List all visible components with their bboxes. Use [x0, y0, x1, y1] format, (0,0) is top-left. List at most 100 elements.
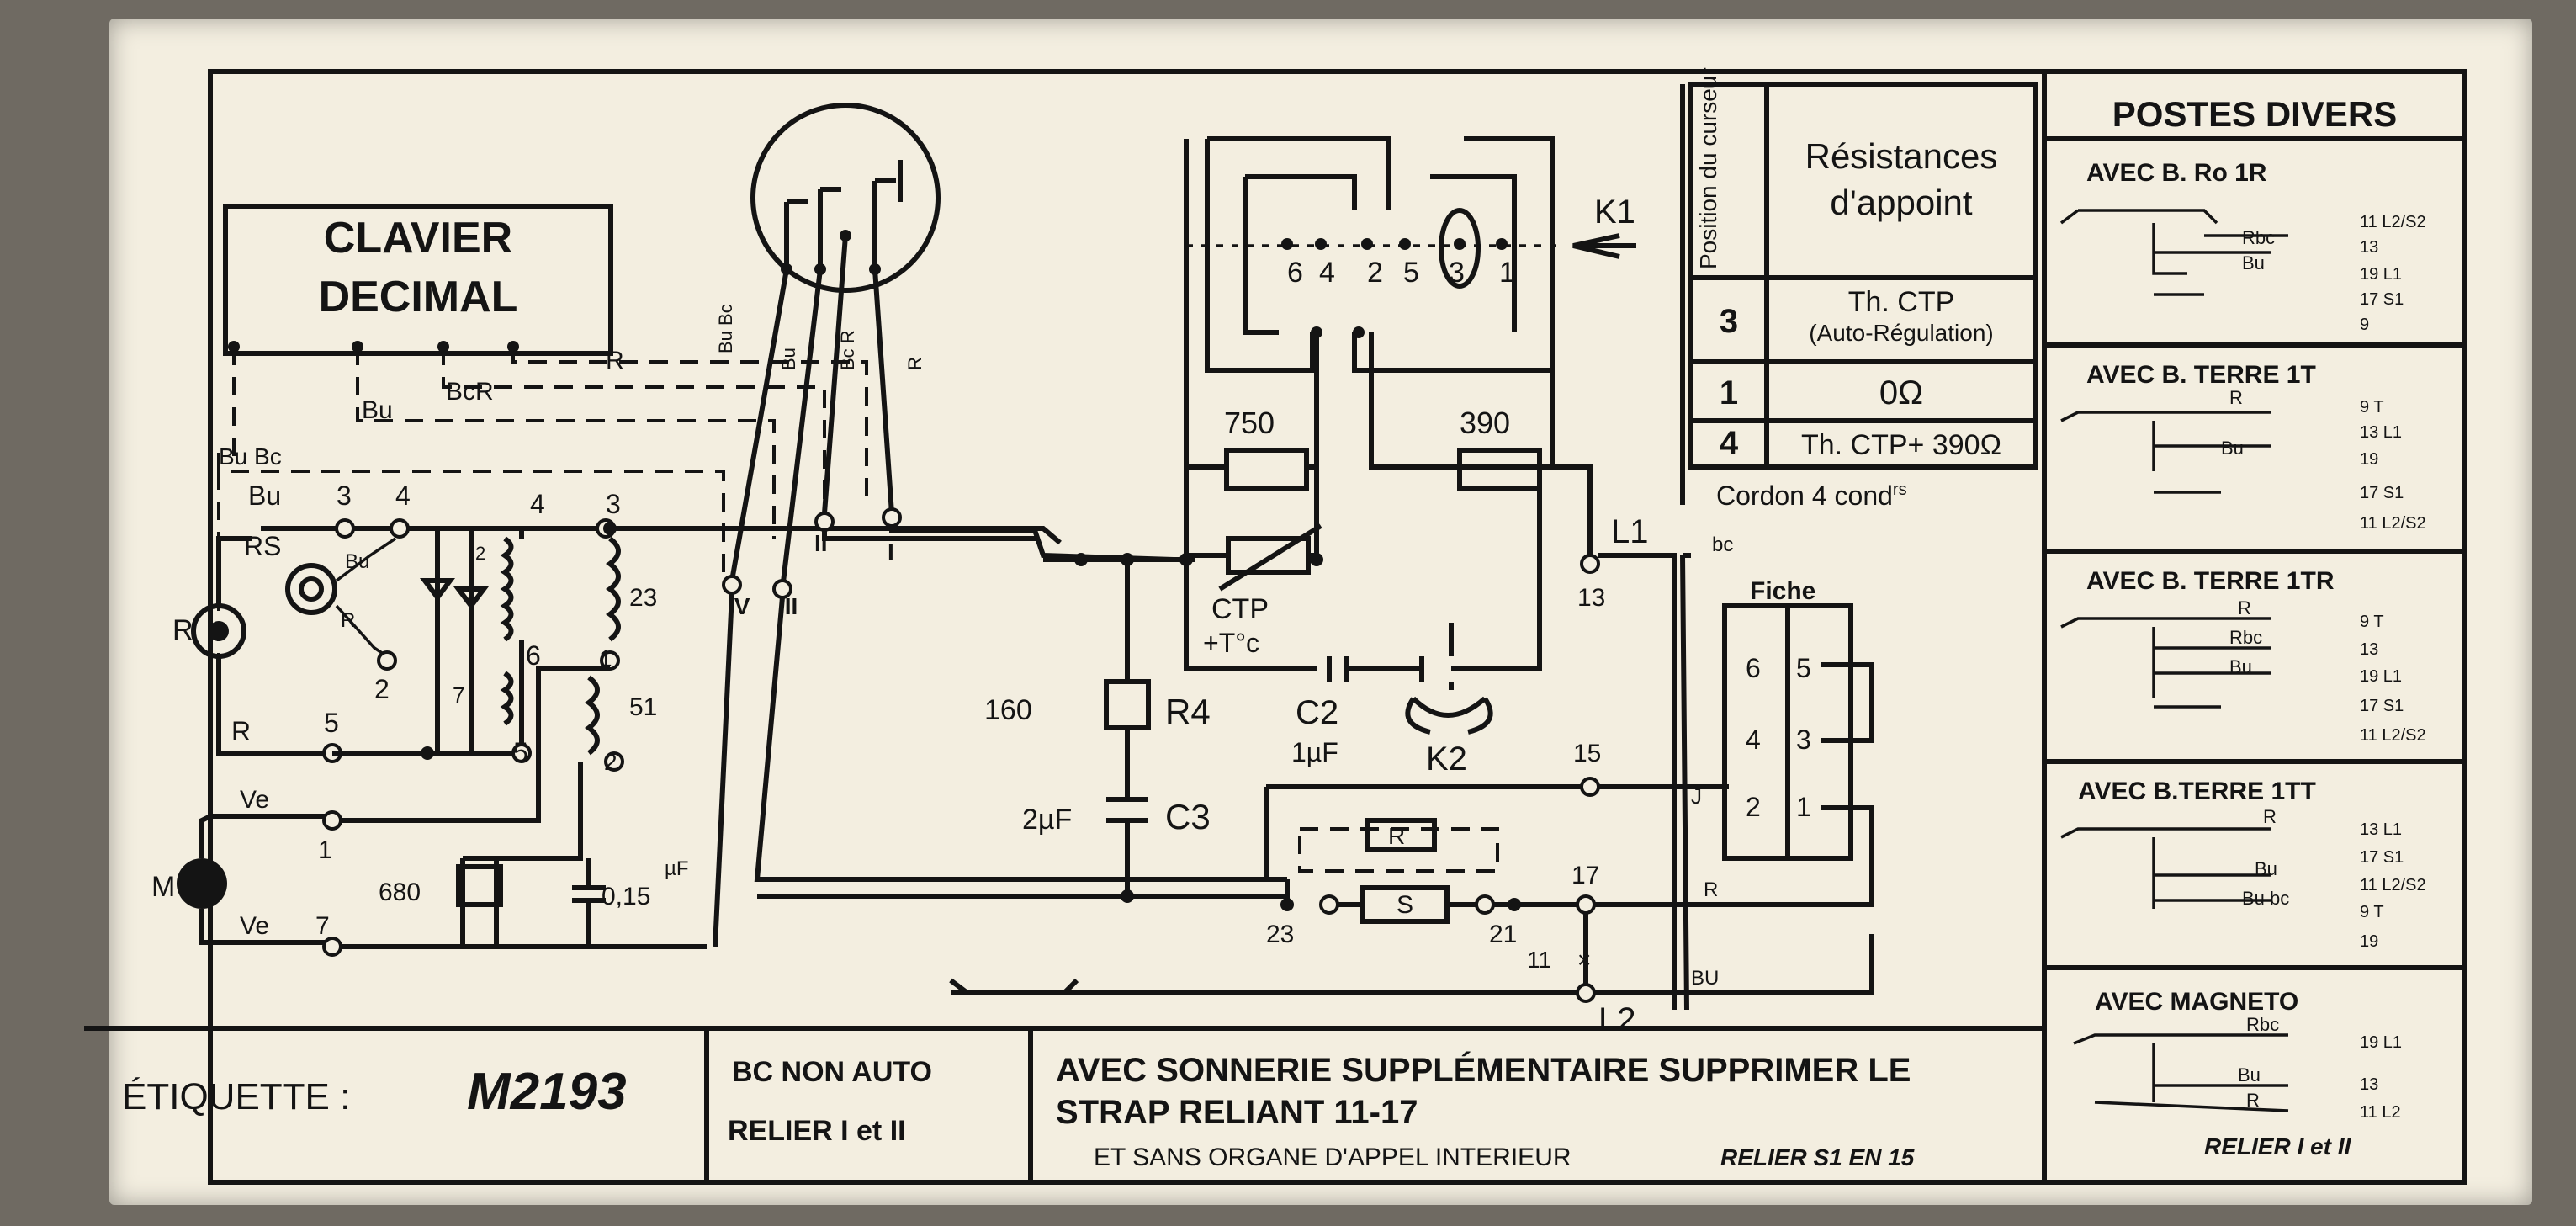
- postes-s3-wire-3: Bu: [2229, 656, 2252, 677]
- table-row1-val1: Th. CTP: [1848, 286, 1955, 318]
- etiquette-code: M2193: [467, 1063, 627, 1121]
- label-cord-r: R: [1704, 878, 1718, 901]
- terminal-3b-label: 3: [606, 489, 621, 519]
- label-s: S: [1397, 891, 1413, 919]
- label-r750: 750: [1224, 406, 1275, 440]
- label-r160: 160: [984, 694, 1032, 726]
- terminal-15-label: 15: [1573, 740, 1601, 767]
- table-col1-header: Position du curseur: [1695, 67, 1721, 269]
- postes-s2-term-4: 17 S1: [2360, 484, 2404, 502]
- k1-contact-4: 4: [1319, 257, 1335, 289]
- label-bu: Bu: [362, 396, 393, 424]
- table-row3-pos: 4: [1720, 425, 1739, 462]
- postes-s5-term-3: 11 L2: [2360, 1103, 2401, 1122]
- postes-s2-title: AVEC B. TERRE 1T: [2086, 361, 2316, 389]
- label-rot-bubc: Bu Bc: [715, 304, 736, 353]
- note-line-1: AVEC SONNERIE SUPPLÉMENTAIRE SUPPRIMER L…: [1056, 1051, 1911, 1089]
- label-bu-bc: Bu Bc: [219, 443, 282, 470]
- label-c2v: 1µF: [1291, 737, 1338, 767]
- label-r-bottom: R: [231, 716, 251, 746]
- m-earpiece: [177, 858, 227, 909]
- terminal-1b-label: 1: [318, 836, 332, 864]
- label-l1: L1: [1611, 513, 1649, 550]
- label-bcr: BcR: [446, 378, 494, 406]
- label-rs: RS: [244, 531, 281, 561]
- label-r-left: R: [172, 614, 193, 646]
- postes-s3-term-3: 19 L1: [2360, 667, 2402, 686]
- rs-dial: [285, 563, 337, 615]
- postes-divers: POSTES DIVERS AVEC B. Ro 1R Rbc Bu 11 L2…: [2044, 94, 2465, 1160]
- terminal-2b-label: 2: [604, 749, 617, 775]
- note-line-2: STRAP RELIANT 11-17: [1056, 1094, 1418, 1131]
- fiche-pin-1: 1: [1796, 792, 1811, 822]
- label-cord-bu: BU: [1691, 967, 1719, 990]
- postes-s1-term-1: 11 L2/S2: [2360, 213, 2426, 231]
- terminal-21-label: 21: [1489, 921, 1517, 948]
- k2-contact: [1411, 696, 1487, 718]
- coil-51: [585, 675, 600, 756]
- resistance-table: Position du curseur Résistances d'appoin…: [1688, 67, 2038, 470]
- postes-s1-title: AVEC B. Ro 1R: [2086, 159, 2267, 187]
- postes-s4-wire-1: R: [2263, 806, 2277, 827]
- k1-contact-3: 3: [1449, 257, 1465, 289]
- postes-s3-term-1: 9 T: [2360, 613, 2384, 631]
- bc-line-1: BC NON AUTO: [732, 1056, 932, 1088]
- coil-left: [500, 536, 514, 642]
- resistor-r4: [1104, 679, 1151, 730]
- fiche-pin-6: 6: [1746, 653, 1761, 683]
- label-c3: C3: [1165, 797, 1211, 836]
- label-r23: 23: [629, 584, 657, 612]
- terminal-4a-label: 4: [395, 480, 411, 511]
- label-r51: 51: [629, 693, 657, 721]
- label-m: M: [151, 871, 175, 903]
- fiche-pin-2: 2: [1746, 792, 1761, 822]
- terminal-6-label: 6: [526, 640, 541, 671]
- postes-s5-footer: RELIER I et II: [2204, 1133, 2351, 1160]
- label-rot-bu: Bu: [778, 348, 799, 370]
- postes-s2-wire-1: R: [2229, 387, 2243, 408]
- roman-i: I: [888, 539, 894, 565]
- postes-s1-wire-2: Bu: [2242, 252, 2265, 273]
- label-ctp: CTP: [1211, 593, 1269, 625]
- terminal-5a-label: 5: [324, 708, 339, 738]
- terminal-17-label: 17: [1572, 862, 1599, 889]
- k1-contact-1: 1: [1499, 257, 1515, 289]
- table-row2-val1: 0Ω: [1879, 374, 1923, 411]
- terminal-5b-label: 5: [513, 737, 528, 767]
- label-uf: µF: [665, 857, 689, 880]
- label-k1: K1: [1594, 194, 1635, 231]
- postes-s1-term-3: 19 L1: [2360, 265, 2402, 284]
- k1-contact-2: 2: [1367, 257, 1383, 289]
- postes-s2-term-3: 19: [2360, 450, 2378, 469]
- table-row2-pos: 1: [1720, 374, 1738, 411]
- label-l2: L2: [1598, 1001, 1636, 1038]
- svg-text:×: ×: [1577, 947, 1591, 973]
- terminal-1a-label: 1: [599, 645, 612, 671]
- terminal-3a-label: 3: [337, 480, 352, 511]
- capacitor-c2: [1184, 560, 1422, 682]
- postes-s4-wire-2: Bu: [2255, 858, 2277, 879]
- table-col2-header-2: d'appoint: [1830, 183, 1973, 222]
- label-ve-1: Ve: [240, 786, 269, 814]
- label-bc: bc: [1712, 533, 1733, 556]
- table-row3-val1: Th. CTP+ 390Ω: [1801, 429, 2001, 461]
- postes-s3-term-2: 13: [2360, 640, 2378, 659]
- label-k2: K2: [1426, 740, 1467, 778]
- etiquette-label: ÉTIQUETTE :: [122, 1076, 350, 1117]
- label-ve-2: Ve: [240, 912, 269, 940]
- postes-s4-wire-3: Bu bc: [2242, 888, 2289, 909]
- terminal-13-label: 13: [1577, 584, 1605, 612]
- terminal-7-label: 7: [315, 912, 330, 940]
- postes-s2-term-2: 13 L1: [2360, 423, 2402, 442]
- postes-s3-wire-2: Rbc: [2229, 627, 2262, 648]
- capacitor-c3: [1106, 797, 1148, 823]
- postes-s5-term-1: 19 L1: [2360, 1033, 2402, 1052]
- postes-s5-term-2: 13: [2360, 1075, 2378, 1094]
- resistor-680: [456, 864, 503, 907]
- label-bu-2: Bu: [248, 480, 281, 511]
- wire-r-top: [511, 347, 868, 505]
- postes-s3-wire-1: R: [2238, 597, 2251, 618]
- label-r680: 680: [379, 878, 421, 906]
- label-cord-j: J: [1691, 783, 1702, 809]
- resistor-750: [1224, 448, 1309, 491]
